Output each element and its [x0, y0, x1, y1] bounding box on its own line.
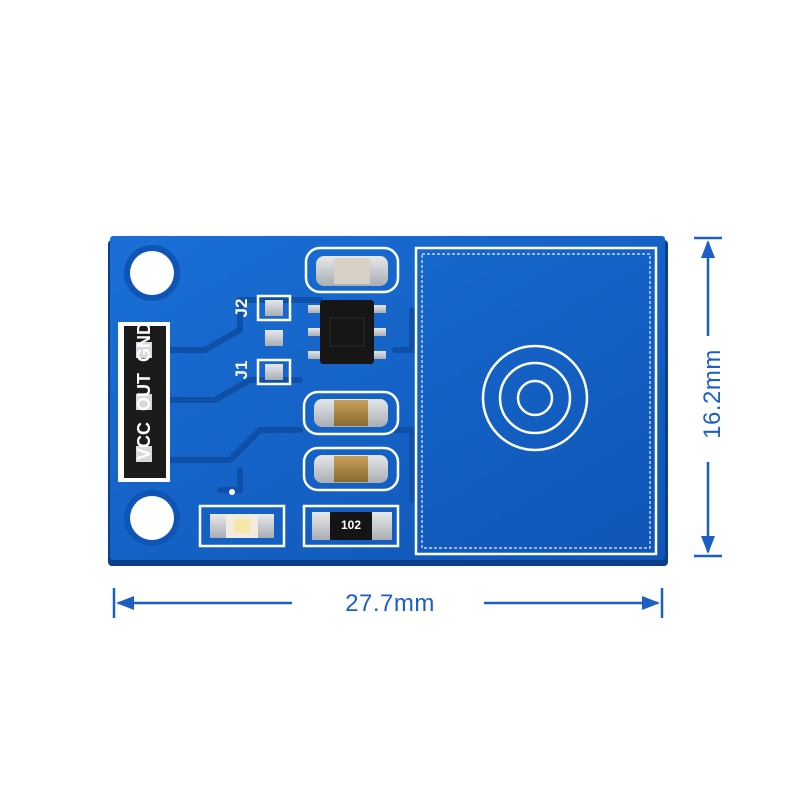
- touch-ic: [308, 300, 386, 364]
- jumper-pads: [256, 294, 292, 386]
- resistor-code-label: 102: [340, 518, 362, 532]
- pcb-board: [110, 236, 665, 560]
- mounting-hole-top: [124, 245, 180, 301]
- jumper-1-label: J1: [232, 360, 251, 380]
- pin-out: [136, 394, 152, 410]
- led: [198, 489, 286, 548]
- capacitor-middle-1: [302, 390, 400, 436]
- jumper-2-label: J2: [232, 298, 251, 318]
- height-dimension-label: 16.2mm: [699, 349, 726, 439]
- capacitor-middle-2: [302, 446, 400, 492]
- capacitor-top: [304, 246, 400, 294]
- height-dimension-line: [694, 236, 722, 558]
- touch-target-icon: [481, 344, 589, 452]
- pin-header: [118, 322, 170, 482]
- resistor-102: [302, 504, 400, 548]
- pin-gnd: [136, 446, 152, 462]
- touch-pad: [414, 246, 658, 556]
- width-dimension-label: 27.7mm: [345, 590, 435, 617]
- pin-labels: VCC OUT GND: [134, 322, 154, 460]
- mounting-hole-bottom: [124, 490, 180, 546]
- pin-vcc: [136, 342, 152, 358]
- width-dimension-line: [112, 588, 664, 618]
